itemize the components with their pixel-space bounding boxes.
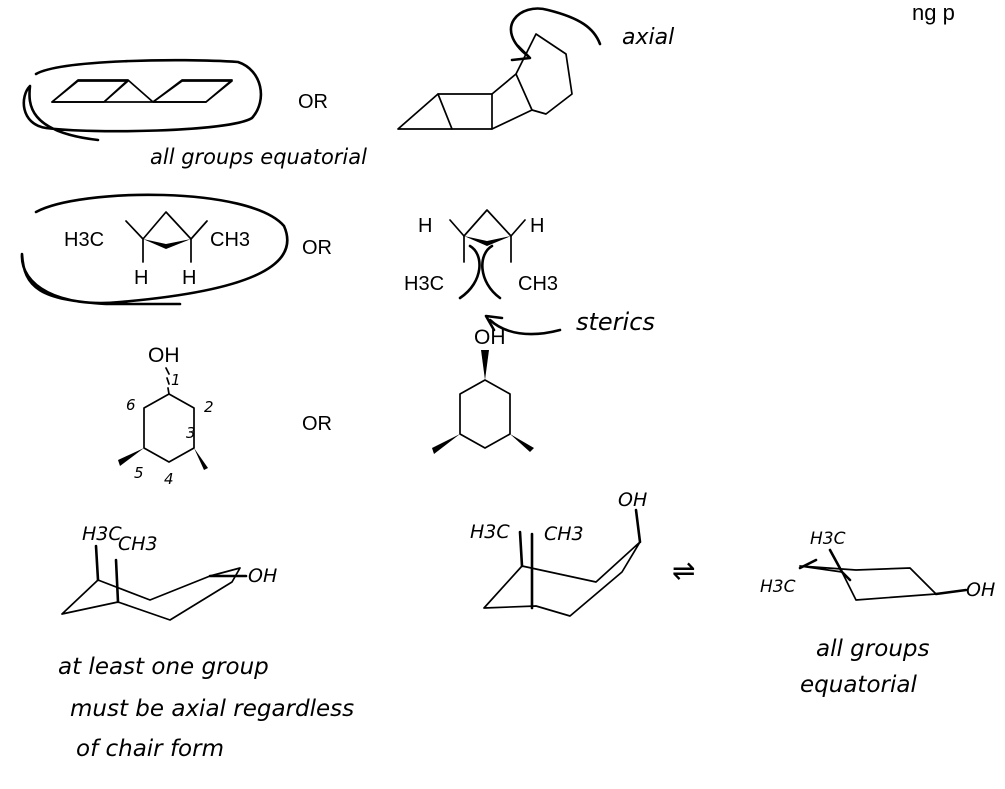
num-5: 5 [134, 464, 144, 482]
cp-right-sub-right: CH3 [518, 273, 558, 295]
chair-middle-ring [483, 541, 641, 617]
circle-left-decalin [22, 58, 263, 142]
chair-right-me1: H3C [810, 529, 846, 549]
equilibrium-arrow: ⇌ [672, 555, 695, 586]
cp-left-h-left: H [134, 267, 148, 289]
trans-decalin-equatorial [22, 58, 263, 142]
chair-right-subs [798, 548, 968, 596]
cp-right-sub-left: H3C [404, 273, 444, 295]
oh-right: OH [474, 326, 506, 349]
sterics-arrowhead [484, 314, 504, 332]
sterics-arrow [488, 318, 562, 336]
header-clip-text: ng p [912, 0, 955, 25]
decalin-ring-upper [515, 33, 573, 115]
row4-left-caption-1: at least one group [58, 654, 269, 680]
row4-right-caption-1: all groups [816, 636, 929, 662]
or-row1: OR [298, 91, 328, 113]
row4-left-caption-2: must be axial regardless [70, 696, 354, 722]
row4-left-caption-3: of chair form [76, 736, 224, 762]
axial-arrow [509, 7, 602, 58]
cis-cyclopropane-left [20, 193, 289, 306]
cp-left-sub-right: CH3 [210, 229, 250, 251]
cis-decalin-axial [397, 7, 602, 130]
num-2: 2 [204, 398, 214, 416]
chair-left-ring [61, 567, 241, 621]
decalin-ring-lower [397, 73, 533, 130]
cyclohexanol-dashed [118, 367, 208, 470]
cyclohexanol-wedged [432, 350, 534, 454]
wedge-methyl-right-b [510, 434, 534, 452]
chair-mid-me2: CH3 [544, 523, 584, 545]
axial-arrowhead [510, 44, 532, 62]
cyclopropane-right-subs [449, 219, 526, 263]
chair-right-oh: OH [966, 579, 995, 601]
wedge-oh-bond [481, 350, 489, 380]
decalin-rings-left [51, 80, 233, 103]
chair-mid-me1: H3C [470, 521, 510, 543]
chair-right-me2: H3C [760, 577, 796, 597]
cyclopropane-right-top [463, 209, 512, 237]
decalin-bonds-left [51, 79, 233, 103]
chair-right-ring [799, 565, 937, 601]
cp-left-h-right: H [182, 267, 196, 289]
num-1: 1 [171, 371, 181, 389]
trans-cyclopropane-right [449, 209, 562, 336]
chair-left-me1: H3C [82, 523, 122, 545]
cyclopropane-right-wedge [464, 236, 511, 246]
chair-left-me2: CH3 [118, 533, 158, 555]
wedge-methyl-5 [118, 448, 144, 466]
chair-middle-subs [518, 508, 642, 610]
cyclopropane-left-top [142, 211, 192, 240]
sterics-note: sterics [576, 308, 655, 336]
num-6: 6 [126, 396, 136, 414]
chair-left-subs [94, 544, 248, 604]
chair-right [798, 548, 968, 601]
cp-right-h-left: H [418, 215, 432, 237]
chair-middle [483, 508, 642, 617]
cyclohexane-ring-right [459, 379, 511, 449]
num-3: 3 [186, 424, 196, 442]
row1-caption: all groups equatorial [150, 145, 367, 169]
steric-clash [458, 244, 502, 300]
oh-left: OH [148, 344, 180, 367]
wedge-methyl-right-a [432, 434, 460, 454]
chair-mid-oh: OH [618, 489, 647, 511]
row4-right-caption-2: equatorial [800, 672, 917, 698]
wedge-methyl-3 [194, 448, 208, 470]
or-row2: OR [302, 237, 332, 259]
chair-left-oh: OH [248, 565, 277, 587]
cyclopropane-left-wedge [143, 239, 191, 249]
num-4: 4 [164, 470, 174, 488]
circle-left-cyclopropane [20, 193, 289, 306]
hashed-oh-bond [165, 367, 170, 395]
axial-note: axial [622, 25, 674, 50]
or-row3: OR [302, 413, 332, 435]
cp-right-h-right: H [530, 215, 544, 237]
cyclohexane-ring-left [143, 393, 195, 463]
chair-left [61, 544, 248, 621]
cp-left-sub-left: H3C [64, 229, 104, 251]
decalin-ring-join [437, 93, 493, 130]
cyclopropane-left-subs [125, 220, 208, 263]
